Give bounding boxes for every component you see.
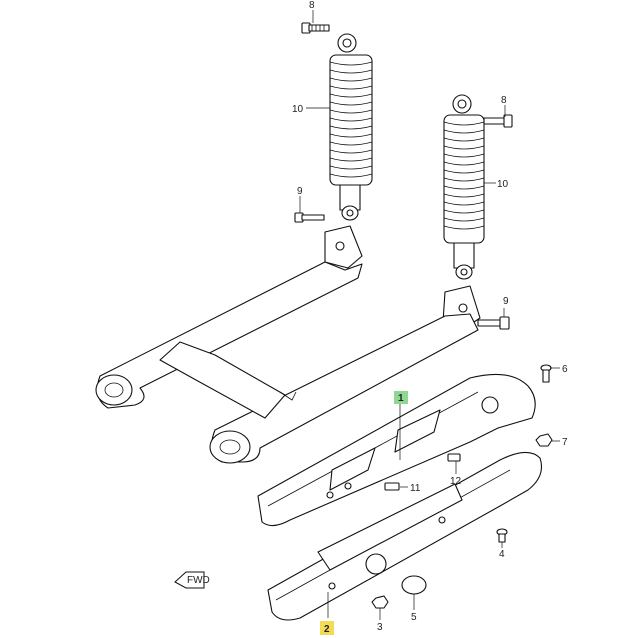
callout-3: 3 — [377, 622, 383, 633]
bolt-8-left — [301, 22, 330, 34]
nut-3 — [371, 595, 389, 609]
callout-9-left: 9 — [297, 186, 303, 197]
callout-5: 5 — [411, 612, 417, 623]
callout-10-left: 10 — [292, 104, 304, 115]
callout-12: 12 — [450, 476, 462, 487]
part-12 — [447, 453, 461, 462]
part-11 — [384, 482, 400, 491]
callout-11: 11 — [410, 483, 421, 494]
fwd-arrow-icon: FWD — [174, 571, 210, 589]
bolt-8-right — [483, 114, 513, 128]
chain-case-lower — [267, 451, 543, 621]
callout-9-right: 9 — [503, 296, 509, 307]
chain-case-upper — [257, 373, 536, 527]
right-shock-absorber — [442, 94, 513, 331]
cap-5 — [401, 575, 427, 595]
swingarm — [95, 261, 479, 464]
callout-4: 4 — [499, 549, 505, 560]
callout-6: 6 — [562, 364, 568, 375]
screw-6 — [540, 364, 552, 383]
bolt-9-right — [477, 316, 510, 330]
highlight-part-1 — [394, 391, 408, 404]
screw-4 — [496, 528, 508, 543]
callout-8-left: 8 — [309, 0, 315, 11]
callout-2: 2 — [324, 624, 330, 635]
left-shock-absorber — [294, 22, 373, 269]
nut-7 — [535, 433, 553, 447]
highlight-part-2 — [320, 621, 334, 635]
callout-7: 7 — [562, 437, 568, 448]
callout-1: 1 — [398, 393, 404, 404]
fwd-label: FWD — [187, 575, 210, 586]
callout-labels: 8 10 9 8 10 9 6 7 1 11 12 4 5 3 2 — [292, 0, 568, 635]
bolt-9-left — [294, 212, 325, 223]
callout-8-right: 8 — [501, 95, 507, 106]
callout-10-right: 10 — [497, 179, 509, 190]
leader-lines — [299, 10, 560, 620]
